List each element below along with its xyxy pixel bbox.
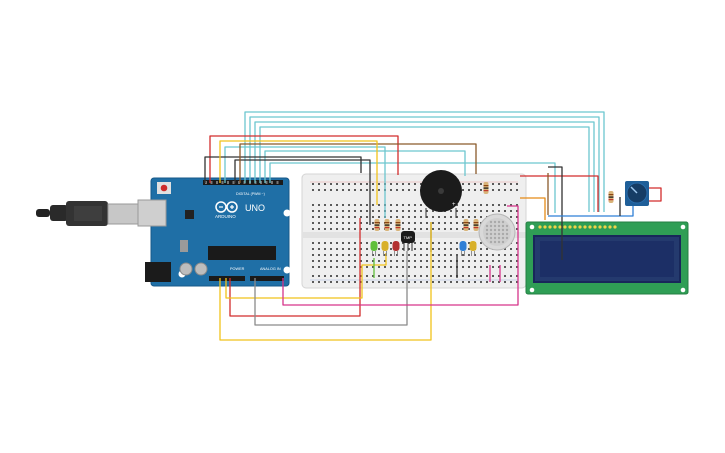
microcontroller-chip bbox=[208, 246, 276, 260]
wire bbox=[282, 205, 519, 306]
wire bbox=[234, 159, 371, 225]
resistor[interactable] bbox=[374, 219, 380, 231]
resistor[interactable] bbox=[473, 219, 479, 231]
wire bbox=[264, 150, 466, 183]
wire bbox=[548, 205, 634, 217]
led[interactable] bbox=[469, 241, 477, 251]
board-model: UNO bbox=[245, 203, 265, 213]
wire bbox=[520, 175, 599, 212]
wires bbox=[204, 111, 662, 341]
usb-port bbox=[137, 199, 167, 227]
resistors bbox=[374, 182, 614, 231]
wire bbox=[225, 253, 387, 299]
svg-text:+: + bbox=[452, 202, 456, 208]
digital-header-label: DIGITAL (PWM ~) bbox=[236, 192, 265, 196]
resistor[interactable] bbox=[384, 219, 390, 231]
wire bbox=[204, 156, 362, 183]
wire bbox=[219, 222, 432, 341]
temperature-sensor-label: TMP bbox=[404, 235, 413, 240]
wire bbox=[249, 116, 600, 212]
wire bbox=[229, 218, 361, 317]
resistor[interactable] bbox=[608, 191, 614, 203]
analog-label: ANALOG IN bbox=[260, 267, 281, 271]
usb-cable bbox=[36, 201, 139, 226]
leds bbox=[370, 241, 477, 256]
power-jack bbox=[145, 262, 171, 282]
wire bbox=[520, 197, 546, 220]
resistor[interactable] bbox=[463, 219, 469, 231]
wire bbox=[224, 146, 386, 218]
board-logo-text: ARDUINO bbox=[215, 214, 236, 219]
led[interactable] bbox=[392, 241, 400, 251]
led[interactable] bbox=[370, 241, 378, 251]
led[interactable] bbox=[459, 241, 467, 251]
wire bbox=[254, 251, 408, 326]
piezo-buzzer[interactable]: + bbox=[420, 170, 462, 218]
lcd-module[interactable] bbox=[525, 221, 689, 295]
wire bbox=[209, 135, 399, 183]
wire bbox=[647, 187, 662, 202]
wire bbox=[254, 121, 595, 212]
temperature-sensor[interactable]: TMP bbox=[401, 231, 415, 251]
gas-sensor-mesh bbox=[485, 220, 509, 244]
resistor[interactable] bbox=[483, 182, 489, 194]
potentiometer[interactable] bbox=[625, 181, 649, 206]
wire bbox=[548, 166, 563, 260]
arduino-uno-board[interactable]: UNO ARDUINO DIGITAL (PWM ~) POWER ANALOG… bbox=[36, 177, 291, 287]
arduino-logo-icon bbox=[215, 201, 238, 213]
lcd-pin-header bbox=[538, 225, 617, 229]
wire bbox=[239, 143, 477, 183]
wire bbox=[219, 140, 378, 205]
wire bbox=[269, 162, 556, 213]
led[interactable] bbox=[381, 241, 389, 251]
resistor[interactable] bbox=[395, 219, 401, 231]
wire bbox=[259, 126, 590, 212]
gas-sensor[interactable] bbox=[478, 213, 516, 251]
power-label: POWER bbox=[230, 267, 245, 271]
